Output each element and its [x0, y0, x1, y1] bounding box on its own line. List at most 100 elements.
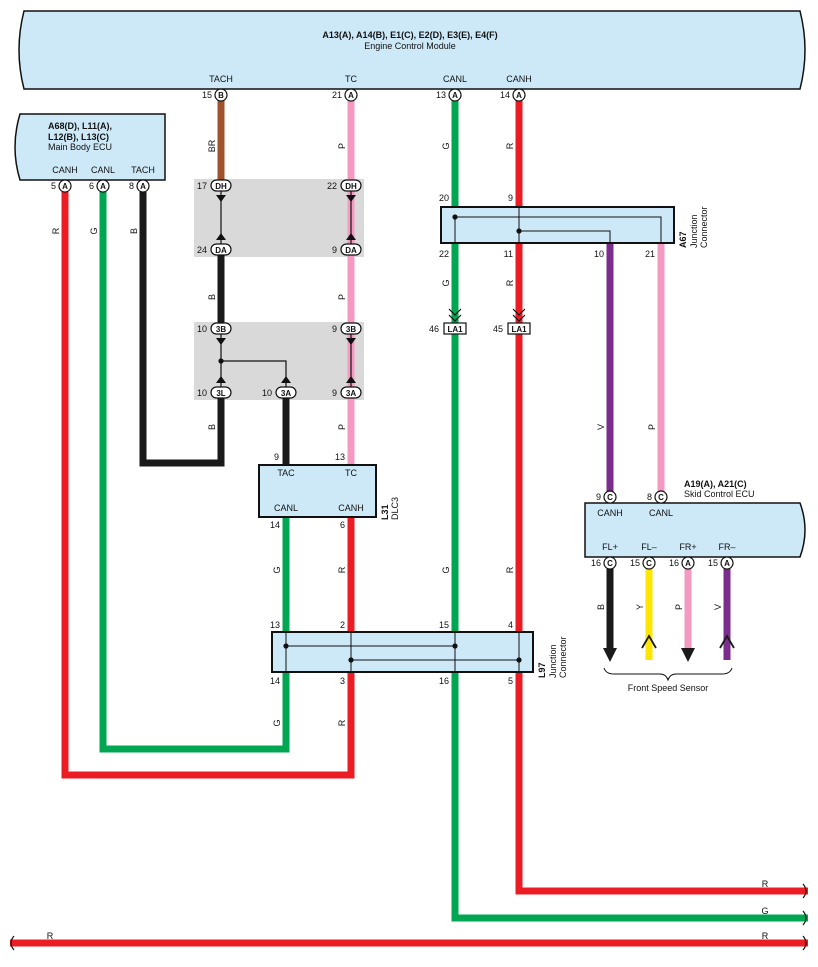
skid-fl-plus-label: FL+: [602, 542, 618, 552]
skid-fr-minus-pin: 15: [708, 558, 718, 568]
svg-text:R: R: [337, 566, 347, 573]
a67-id: A67: [678, 231, 688, 248]
svg-text:22: 22: [439, 249, 449, 259]
ecm-canh-label: CANH: [506, 74, 532, 84]
svg-text:G: G: [272, 566, 282, 573]
svg-text:5: 5: [508, 676, 513, 686]
svg-text:B: B: [207, 424, 217, 430]
wire-body-canl: [99, 192, 290, 753]
engine-control-module[interactable]: A13(A), A14(B), E1(C), E2(D), E3(E), E4(…: [18, 10, 806, 90]
svg-text:G: G: [761, 906, 768, 916]
la1-connectors: LA1 46 LA1 45: [429, 308, 531, 335]
skid-fr-minus-conn: A: [724, 559, 730, 568]
svg-text:R: R: [505, 279, 515, 286]
body-tach-pin: 8: [129, 181, 134, 191]
da-9-pin: 9: [332, 245, 337, 255]
arrow-fr-plus: [681, 648, 695, 662]
la1-45-pin: 45: [493, 324, 503, 334]
a67-name2: Connector: [699, 206, 709, 248]
dlc3-connector[interactable]: TAC TC CANL CANH L31 DLC3: [258, 464, 400, 520]
break-r2: [802, 935, 807, 951]
dlc3-pin-13: 13: [335, 452, 345, 462]
svg-text:R: R: [505, 142, 515, 149]
svg-text:R: R: [505, 566, 515, 573]
wire-body-canh: [61, 192, 355, 779]
wire-break-marks: [10, 883, 807, 951]
dh-22-conn: DH: [345, 182, 357, 191]
wire-color-labels: BR P G R R G B B P G R B P V P G R G R G…: [47, 139, 769, 941]
ecm-connectors: A13(A), A14(B), E1(C), E2(D), E3(E), E4(…: [322, 30, 497, 40]
svg-text:R: R: [762, 931, 769, 941]
break-r1: [802, 883, 807, 899]
da-24-conn: DA: [215, 246, 227, 255]
svg-text:B: B: [207, 294, 217, 300]
ecm-name: Engine Control Module: [364, 41, 456, 51]
skid-fr-plus-pin: 16: [669, 558, 679, 568]
svg-text:16: 16: [439, 676, 449, 686]
ecm-canl-pin: 13: [436, 90, 446, 100]
skid-connectors: A19(A), A21(C): [684, 479, 747, 489]
svg-text:P: P: [674, 604, 684, 610]
skid-canl-conn: C: [658, 493, 664, 502]
svg-text:4: 4: [508, 620, 513, 630]
svg-text:Y: Y: [635, 604, 645, 610]
svg-text:13: 13: [270, 620, 280, 630]
ecm-canh-conn: A: [516, 91, 522, 100]
l97-id: L97: [537, 662, 547, 678]
skid-fl-minus-pin: 15: [630, 558, 640, 568]
da-24-pin: 24: [197, 245, 207, 255]
skid-fr-minus-label: FR–: [718, 542, 735, 552]
ecm-tach-label: TACH: [209, 74, 233, 84]
dlc3-name: DLC3: [390, 497, 400, 520]
junction-connector-a67[interactable]: A67 Junction Connector: [440, 206, 709, 248]
arrow-fl-plus: [603, 648, 617, 662]
skid-fl-plus-conn: C: [607, 559, 613, 568]
svg-text:B: B: [596, 604, 606, 610]
svg-text:R: R: [762, 879, 769, 889]
j3-10a-conn: 3B: [216, 325, 226, 334]
svg-text:G: G: [89, 227, 99, 234]
dh-17-conn: DH: [215, 182, 227, 191]
svg-text:R: R: [47, 931, 54, 941]
skid-control-ecu[interactable]: A19(A), A21(C) Skid Control ECU CANH CAN…: [584, 479, 806, 558]
dh-22-pin: 22: [327, 181, 337, 191]
arrow-fr-minus: [719, 634, 735, 649]
main-body-ecu[interactable]: A68(D), L11(A), L12(B), L13(C) Main Body…: [14, 113, 166, 181]
skid-canh-conn: C: [607, 493, 613, 502]
front-speed-sensor-brace: Front Speed Sensor: [603, 667, 733, 693]
arrow-fl-minus: [641, 634, 657, 649]
front-speed-sensor-label: Front Speed Sensor: [628, 683, 709, 693]
l97-name1: Junction: [548, 644, 558, 678]
j3-9a-conn: 3B: [346, 325, 356, 334]
da-9-conn: DA: [345, 246, 357, 255]
wire-tach-b-body: [139, 192, 225, 467]
ecm-tach-pin: 15: [202, 90, 212, 100]
svg-text:R: R: [337, 719, 347, 726]
j3-9b-conn: 3A: [346, 389, 356, 398]
svg-text:V: V: [596, 424, 606, 430]
break-r2-left: [10, 935, 15, 951]
body-tach-conn: A: [140, 182, 146, 191]
body-ecu-line2: L12(B), L13(C): [48, 132, 109, 142]
ecm-tc-label: TC: [345, 74, 357, 84]
la1-46-conn: LA1: [447, 325, 463, 334]
svg-text:14: 14: [270, 676, 280, 686]
body-ecu-line1: A68(D), L11(A),: [48, 121, 112, 131]
dlc3-canh-label: CANH: [338, 503, 364, 513]
junction-connector-l97[interactable]: L97 Junction Connector: [271, 631, 568, 678]
svg-text:3: 3: [340, 676, 345, 686]
svg-text:G: G: [441, 142, 451, 149]
ecm-tach-conn: B: [218, 91, 224, 100]
skid-canh-pin: 9: [596, 492, 601, 502]
ecm-canl-conn: A: [452, 91, 458, 100]
svg-text:20: 20: [439, 193, 449, 203]
a67-pin-numbers: 20 9 22 11 10 21: [439, 193, 655, 259]
ecm-canl-label: CANL: [443, 74, 467, 84]
svg-text:BR: BR: [207, 139, 217, 152]
dlc3-canl-label: CANL: [274, 503, 298, 513]
ecm-tc-conn: A: [348, 91, 354, 100]
j3-9a-pin: 9: [332, 324, 337, 334]
wire-canl-bottom: [451, 672, 808, 922]
a67-name1: Junction: [689, 214, 699, 248]
junction-arrowheads: [216, 195, 356, 383]
